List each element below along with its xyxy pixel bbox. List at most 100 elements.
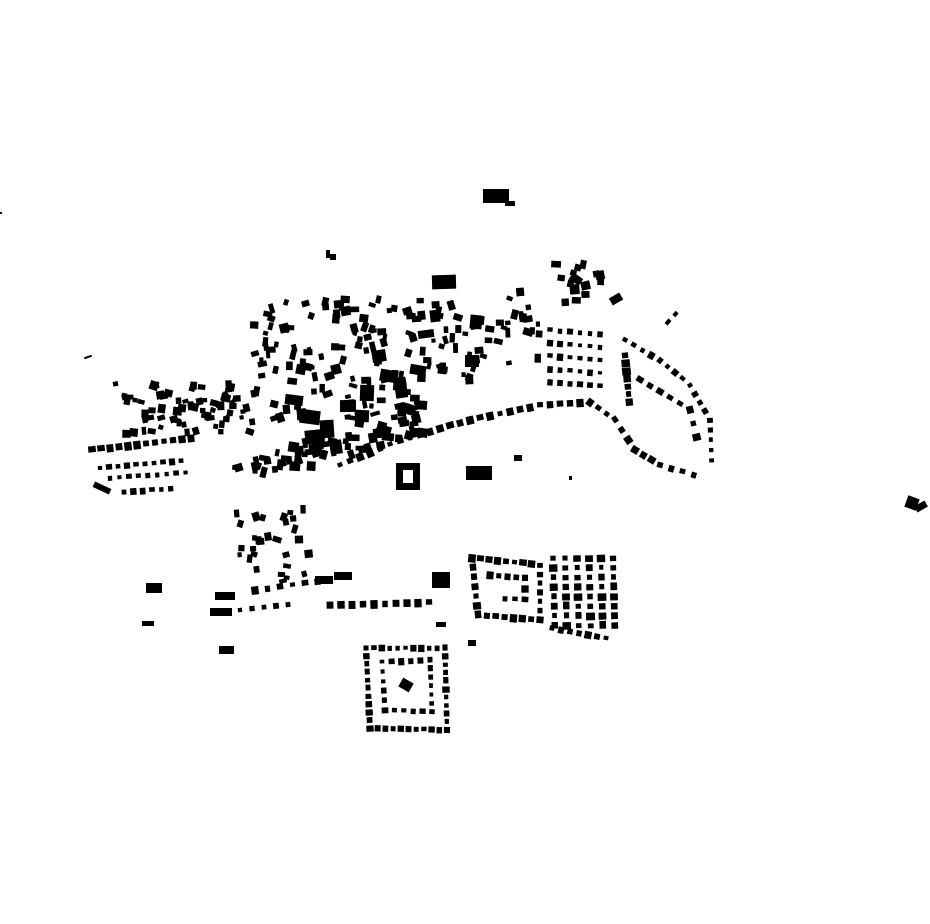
building (584, 555, 594, 563)
building (547, 353, 553, 358)
building (679, 467, 686, 475)
building (639, 347, 646, 354)
building (519, 312, 527, 323)
building (512, 596, 518, 602)
building (521, 596, 529, 603)
building (690, 390, 700, 399)
building (617, 425, 626, 435)
building (429, 701, 435, 706)
building (550, 602, 558, 610)
building (390, 414, 398, 421)
building (409, 420, 419, 427)
building (444, 703, 449, 708)
building (446, 299, 456, 311)
building (315, 576, 333, 584)
building (161, 438, 167, 445)
building (282, 324, 290, 333)
building (249, 321, 259, 329)
building (518, 559, 528, 567)
building (326, 250, 330, 258)
building (249, 545, 257, 552)
building (390, 726, 396, 732)
building (587, 331, 593, 337)
building (121, 489, 127, 495)
building (610, 582, 618, 591)
building (436, 726, 443, 734)
building (416, 297, 424, 304)
building (276, 461, 284, 471)
building (429, 709, 435, 715)
building (573, 555, 581, 562)
building (336, 461, 344, 468)
building (574, 564, 580, 571)
building (366, 717, 373, 724)
building (521, 585, 529, 593)
building (575, 603, 581, 609)
building (340, 305, 352, 317)
building (423, 357, 432, 364)
building (272, 602, 280, 610)
building (395, 645, 400, 651)
building (182, 398, 189, 405)
building (442, 644, 448, 651)
building (236, 519, 245, 529)
building (597, 331, 603, 338)
building (537, 598, 543, 604)
building (576, 398, 584, 408)
building (585, 564, 593, 572)
building (431, 300, 440, 309)
building (406, 434, 414, 441)
building (670, 368, 680, 378)
building (667, 464, 675, 473)
building (401, 305, 413, 316)
building (379, 659, 385, 664)
building (142, 440, 150, 447)
building (371, 645, 377, 650)
building (686, 382, 694, 389)
building (587, 603, 594, 610)
building (169, 436, 177, 444)
building (212, 423, 219, 430)
building (137, 398, 146, 405)
building (575, 611, 582, 619)
building (577, 343, 583, 348)
building (359, 600, 367, 608)
building (419, 708, 426, 715)
building (421, 726, 427, 732)
building (405, 725, 412, 733)
building (129, 487, 137, 496)
building (472, 601, 482, 610)
building (561, 298, 570, 307)
building (374, 725, 381, 732)
building (575, 623, 582, 629)
building (495, 319, 504, 326)
building (401, 708, 407, 713)
building (439, 366, 448, 374)
building (469, 365, 477, 373)
building (300, 299, 311, 308)
building (562, 601, 570, 610)
building (914, 500, 928, 513)
building (145, 472, 151, 479)
building (444, 694, 449, 700)
building (438, 342, 446, 350)
building (176, 419, 182, 427)
building (331, 313, 341, 324)
building (471, 582, 479, 591)
building (466, 466, 492, 480)
building (504, 573, 511, 581)
building (398, 658, 405, 666)
building (610, 565, 617, 571)
building (105, 463, 113, 470)
building (159, 394, 169, 400)
building (551, 260, 562, 268)
building (173, 470, 180, 476)
building (449, 332, 456, 343)
building (238, 544, 245, 552)
building (550, 574, 557, 580)
building (284, 393, 304, 407)
building (664, 318, 672, 326)
building (360, 321, 370, 333)
building (148, 486, 156, 493)
building (175, 397, 182, 404)
